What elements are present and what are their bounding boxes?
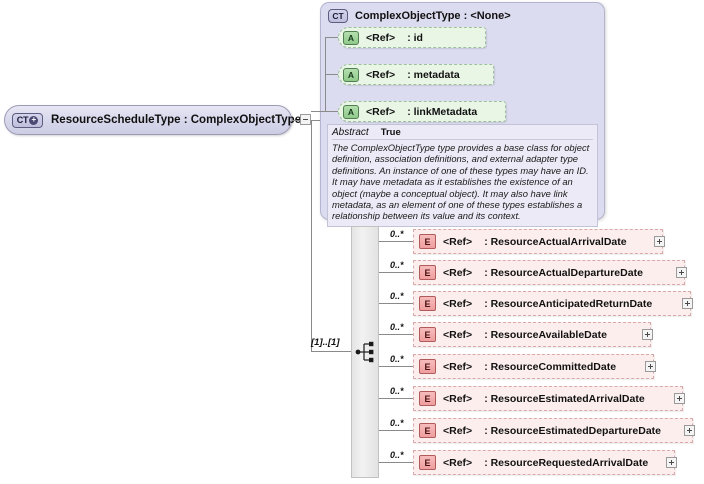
element-ref-label: <Ref> [443, 297, 473, 310]
connector-element-6 [379, 398, 413, 399]
element-name-label: : ResourceRequestedArrivalDate [484, 456, 649, 469]
element-row-resource-committed-date[interactable]: E <Ref> : ResourceCommittedDate [413, 354, 654, 379]
element-ref-label: <Ref> [443, 456, 473, 469]
element-row-resource-available-date[interactable]: E <Ref> : ResourceAvailableDate [413, 322, 651, 347]
attribute-badge-icon: A [343, 67, 359, 82]
occurrence-label-8: 0..* [390, 450, 404, 460]
connector-root-right [292, 120, 300, 121]
connector-element-1 [379, 241, 413, 242]
abstract-key-label: Abstract [332, 127, 369, 138]
element-badge-icon: E [419, 359, 436, 374]
complex-type-badge-icon: CT [328, 9, 348, 23]
element-row-resource-anticipated-return-date[interactable]: E <Ref> : ResourceAnticipatedReturnDate [413, 291, 691, 316]
connector-element-3 [379, 303, 413, 304]
connector-element-5 [379, 366, 413, 367]
element-badge-icon: E [419, 391, 436, 406]
element-badge-icon: E [419, 265, 436, 280]
element-badge-icon: E [419, 296, 436, 311]
element-row-resource-actual-arrival-date[interactable]: E <Ref> : ResourceActualArrivalDate [413, 229, 663, 254]
attribute-row-metadata[interactable]: A <Ref> : metadata [338, 64, 494, 85]
root-node-resource-schedule-type[interactable]: CT + ResourceScheduleType : ComplexObjec… [4, 105, 301, 135]
element-row-resource-actual-departure-date[interactable]: E <Ref> : ResourceActualDepartureDate [413, 260, 685, 285]
element-name-label: : ResourceAvailableDate [484, 328, 607, 341]
element-ref-label: <Ref> [443, 424, 473, 437]
element-name-label: : ResourceCommittedDate [484, 360, 617, 373]
occurrence-label-3: 0..* [390, 291, 404, 301]
expand-plus-icon: + [29, 115, 39, 125]
element-ref-label: <Ref> [443, 360, 473, 373]
element-ref-label: <Ref> [443, 266, 473, 279]
abstract-row: Abstract True [332, 127, 593, 140]
element-badge-icon: E [419, 327, 436, 342]
element-name-label: : ResourceActualDepartureDate [484, 266, 643, 279]
root-node-label: ResourceScheduleType : ComplexObjectType [51, 114, 302, 126]
attribute-row-id[interactable]: A <Ref> : id [338, 27, 486, 48]
attribute-name-label: : id [407, 31, 423, 44]
connector-attr-2 [325, 74, 338, 75]
connector-trunk-to-sequence [311, 351, 351, 352]
connector-element-8 [379, 462, 413, 463]
element-expand-toggle-2[interactable] [676, 267, 687, 278]
element-row-resource-requested-arrival-date[interactable]: E <Ref> : ResourceRequestedArrivalDate [413, 450, 675, 475]
connector-toggle-right [311, 120, 321, 121]
element-badge-icon: E [419, 234, 436, 249]
occurrence-label-7: 0..* [390, 418, 404, 428]
attribute-ref-label: <Ref> [366, 31, 396, 44]
connector-attr-trunk [311, 111, 325, 112]
element-name-label: : ResourceAnticipatedReturnDate [484, 297, 653, 310]
sequence-compositor-icon[interactable] [355, 340, 377, 364]
element-ref-label: <Ref> [443, 328, 473, 341]
occurrence-label-6: 0..* [390, 386, 404, 396]
element-name-label: : ResourceEstimatedDepartureDate [484, 424, 661, 437]
element-expand-toggle-6[interactable] [674, 393, 685, 404]
attribute-ref-label: <Ref> [366, 105, 396, 118]
element-name-label: : ResourceEstimatedArrivalDate [484, 392, 645, 405]
documentation-text: The ComplexObjectType type provides a ba… [332, 142, 590, 222]
sequence-cardinality-label: [1]..[1] [311, 337, 340, 348]
element-expand-toggle-7[interactable] [684, 425, 695, 436]
element-badge-icon: E [419, 423, 436, 438]
occurrence-label-4: 0..* [390, 322, 404, 332]
element-expand-toggle-5[interactable] [645, 361, 656, 372]
occurrence-label-5: 0..* [390, 354, 404, 364]
attribute-ref-label: <Ref> [366, 68, 396, 81]
attribute-badge-icon: A [343, 104, 359, 119]
complex-type-title-text: ComplexObjectType : <None> [355, 10, 511, 22]
element-name-label: : ResourceActualArrivalDate [484, 235, 627, 248]
connector-element-2 [379, 272, 413, 273]
element-ref-label: <Ref> [443, 392, 473, 405]
attribute-row-link-metadata[interactable]: A <Ref> : linkMetadata [338, 101, 506, 122]
connector-element-7 [379, 430, 413, 431]
element-expand-toggle-1[interactable] [654, 236, 665, 247]
element-ref-label: <Ref> [443, 235, 473, 248]
occurrence-label-1: 0..* [390, 229, 404, 239]
element-expand-toggle-4[interactable] [642, 329, 653, 340]
attribute-badge-icon: A [343, 30, 359, 45]
element-row-resource-estimated-departure-date[interactable]: E <Ref> : ResourceEstimatedDepartureDate [413, 418, 693, 443]
connector-attr-3 [325, 111, 338, 112]
attribute-name-label: : linkMetadata [407, 105, 478, 118]
attribute-name-label: : metadata [407, 68, 460, 81]
abstract-value-label: True [380, 127, 401, 138]
connector-attr-1 [325, 37, 338, 38]
element-row-resource-estimated-arrival-date[interactable]: E <Ref> : ResourceEstimatedArrivalDate [413, 386, 683, 411]
root-collapse-toggle[interactable] [300, 114, 311, 125]
connector-element-4 [379, 334, 413, 335]
connector-trunk-vertical [311, 120, 312, 351]
documentation-block: Abstract True The ComplexObjectType type… [327, 124, 598, 227]
element-expand-toggle-8[interactable] [666, 457, 677, 468]
element-badge-icon: E [419, 455, 436, 470]
complex-type-badge-icon: CT + [12, 112, 43, 128]
element-expand-toggle-3[interactable] [682, 298, 693, 309]
occurrence-label-2: 0..* [390, 260, 404, 270]
complex-type-title: CT ComplexObjectType : <None> [328, 9, 511, 23]
badge-label: CT [16, 115, 29, 125]
